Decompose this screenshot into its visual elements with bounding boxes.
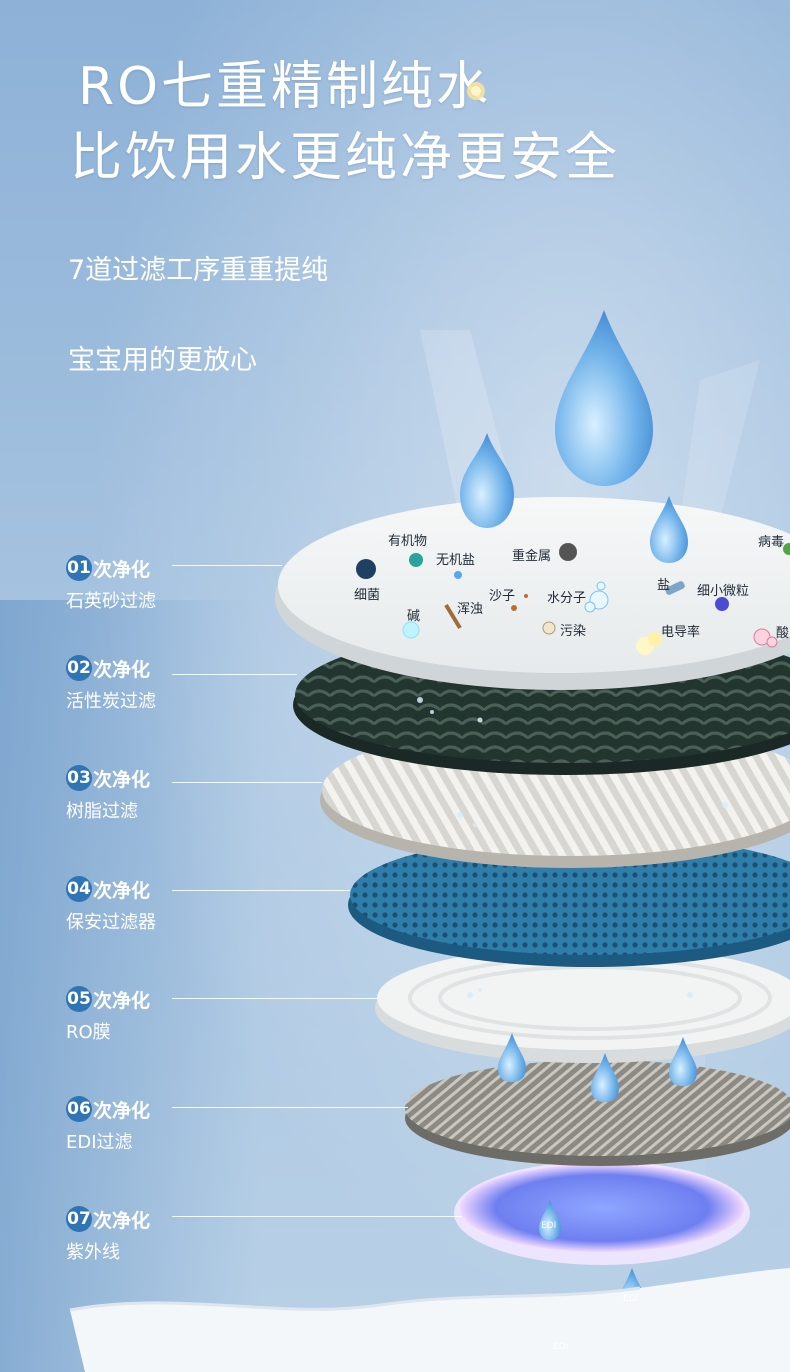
- leader-line-7: [172, 1216, 462, 1217]
- drop-label-edi-3: EDI: [553, 1342, 569, 1352]
- stage-title: 次净化: [93, 1099, 151, 1122]
- stage-desc: 保安过滤器: [66, 912, 156, 933]
- leader-line-3: [172, 782, 322, 783]
- stage-title: 次净化: [93, 558, 151, 581]
- label-alkali: 碱: [407, 609, 421, 624]
- label-bacteria: 细菌: [354, 588, 381, 603]
- stage-number: 01: [66, 555, 92, 581]
- label-salt: 盐: [657, 578, 671, 593]
- stage-number: 03: [66, 765, 92, 791]
- stage-desc: RO膜: [66, 1022, 111, 1043]
- label-heavy-metal: 重金属: [512, 549, 552, 564]
- label-pollution: 污染: [560, 624, 587, 639]
- sparkle-icon: [467, 82, 485, 100]
- stage-number: 05: [66, 986, 92, 1012]
- stage-title: 次净化: [93, 1209, 151, 1232]
- label-water-molecule: 水分子: [547, 591, 587, 606]
- label-sand: 沙子: [489, 589, 516, 604]
- subtitle-baby-safe: 宝宝用的更放心: [68, 345, 257, 376]
- stage-desc: 紫外线: [66, 1242, 120, 1263]
- drop-label-edi-1: EDI: [541, 1221, 557, 1231]
- stage-desc: 石英砂过滤: [66, 591, 156, 612]
- headline-line1: RO七重精制纯水: [78, 57, 492, 117]
- label-virus: 病毒: [758, 535, 785, 550]
- stage-title: 次净化: [93, 989, 151, 1012]
- leader-line-5: [172, 998, 377, 999]
- stage-desc: 活性炭过滤: [66, 691, 156, 712]
- headline-line2: 比饮用水更纯净更安全: [70, 128, 621, 188]
- subtitle-filter-steps: 7道过滤工序重重提纯: [68, 255, 329, 286]
- leader-line-2: [172, 674, 297, 675]
- stage-number: 04: [66, 876, 92, 902]
- stage-title: 次净化: [93, 768, 151, 791]
- stage-number: 06: [66, 1096, 92, 1122]
- leader-line-1: [172, 565, 282, 566]
- label-turbidity: 浑浊: [457, 602, 484, 617]
- label-organic: 有机物: [388, 534, 428, 549]
- stage-title: 次净化: [93, 879, 151, 902]
- stage-desc: EDI过滤: [66, 1132, 133, 1153]
- stage-desc: 树脂过滤: [66, 801, 138, 822]
- label-inorganic-salt: 无机盐: [436, 553, 476, 568]
- leader-line-6: [172, 1107, 408, 1108]
- label-conductivity: 电导率: [661, 625, 701, 640]
- label-acid: 酸: [776, 626, 790, 641]
- stage-number: 02: [66, 655, 92, 681]
- stage-title: 次净化: [93, 658, 151, 681]
- drop-label-edi-2: EDI: [623, 1294, 639, 1304]
- label-micro-particle: 细小微粒: [697, 584, 750, 599]
- stage-number: 07: [66, 1206, 92, 1232]
- leader-line-4: [172, 890, 350, 891]
